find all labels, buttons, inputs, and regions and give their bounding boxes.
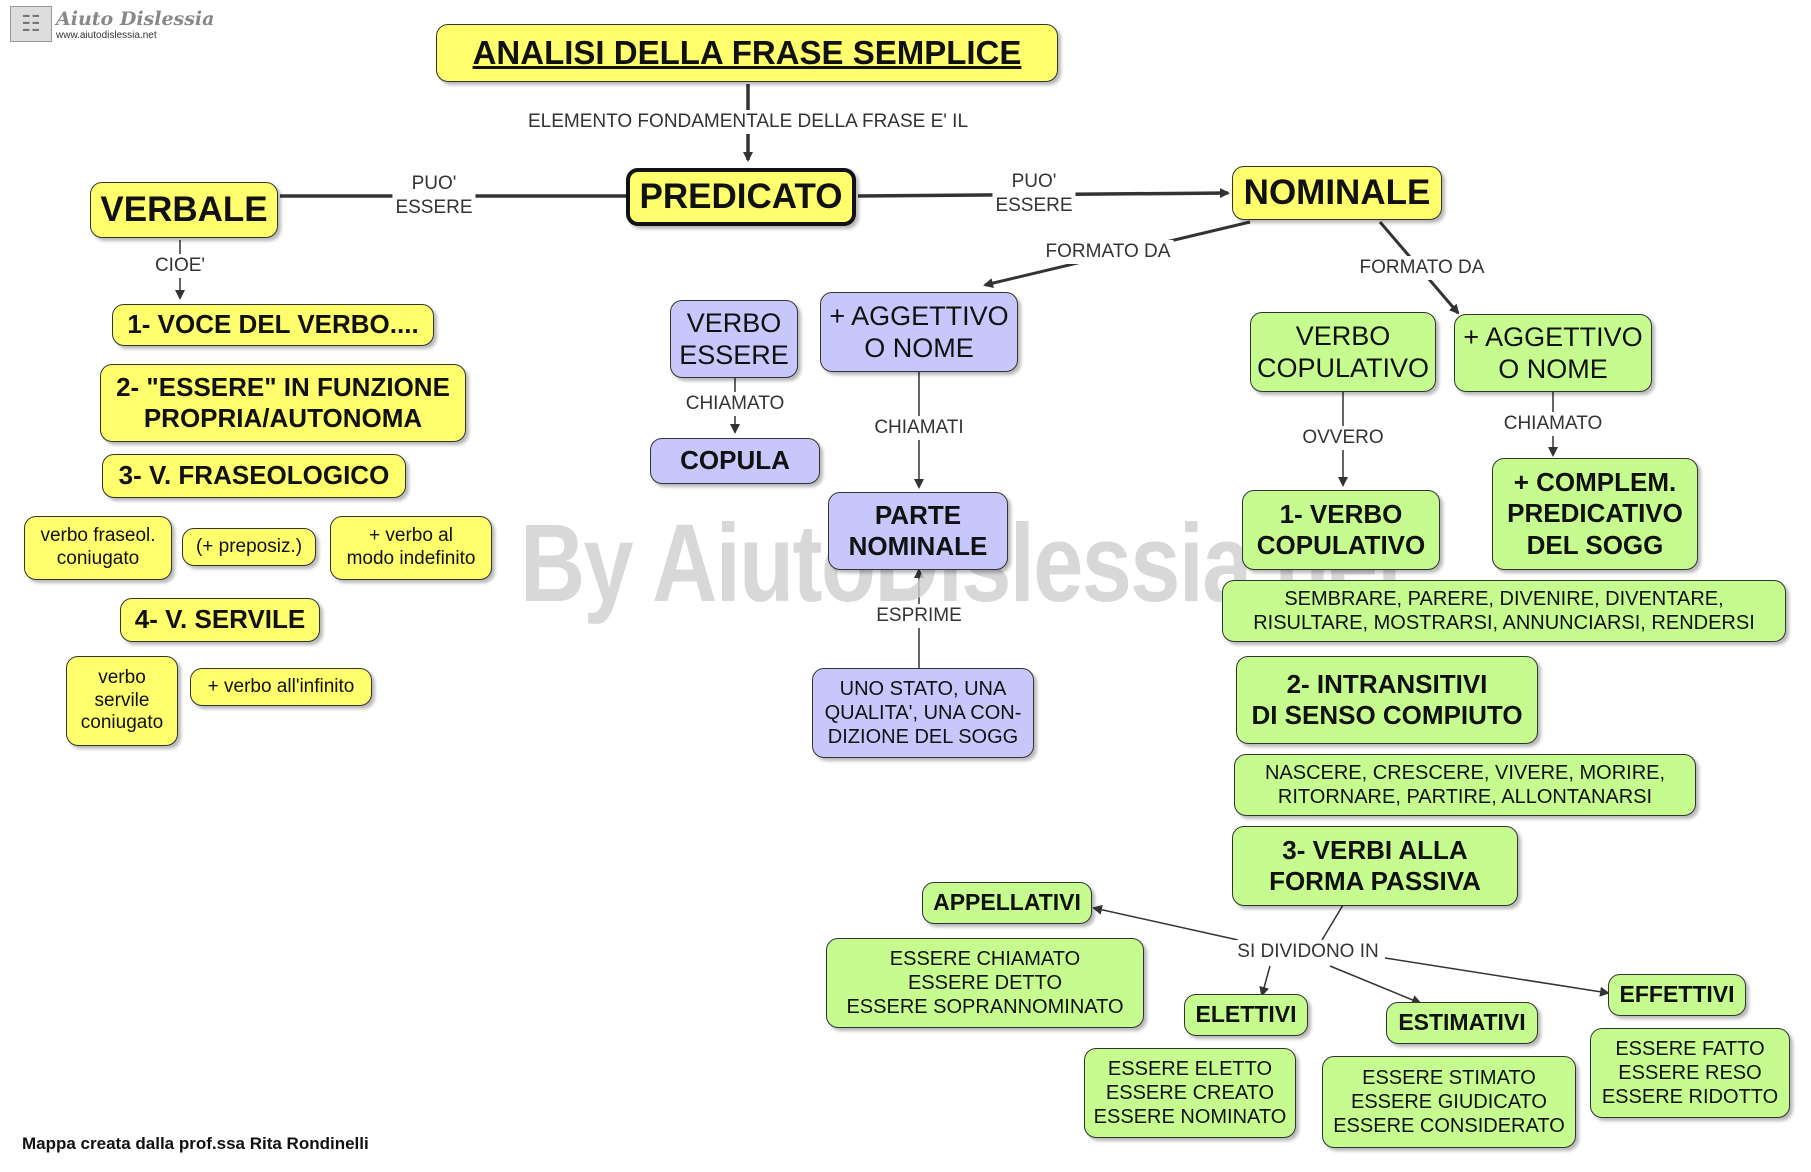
link-divide-appellativi [1092,904,1239,941]
logo-url: www.aiutodislessia.net [56,29,157,41]
label-ovvero: OVVERO [1299,426,1387,450]
label-puo-essere-2: PUO' ESSERE [992,170,1076,218]
forma-passiva-node: 3- VERBI ALLA FORMA PASSIVA [1232,826,1518,906]
appellativi-list-node: ESSERE CHIAMATO ESSERE DETTO ESSERE SOPR… [826,938,1144,1028]
logo-brand: Aiuto Dislessia [56,7,215,30]
predicato-node: PREDICATO [626,168,856,226]
estimativi-node: ESTIMATIVI [1386,1002,1538,1044]
credit-text: Mappa creata dalla prof.ssa Rita Rondine… [22,1134,369,1153]
effettivi-list-node: ESSERE FATTO ESSERE RESO ESSERE RIDOTTO [1590,1028,1790,1118]
intransitivi-list-node: NASCERE, CRESCERE, VIVERE, MORIRE, RITOR… [1234,754,1696,816]
verbo-indefinito-node: + verbo al modo indefinito [330,516,492,580]
title-node: ANALISI DELLA FRASE SEMPLICE [436,24,1058,82]
servile-node: 4- V. SERVILE [120,598,320,642]
link-divide-effettivi [1384,957,1610,997]
aggettivo-nome-1-node: + AGGETTIVO O NOME [820,292,1018,372]
elettivi-list-node: ESSERE ELETTO ESSERE CREATO ESSERE NOMIN… [1084,1048,1296,1138]
label-si-dividono-in: SI DIVIDONO IN [1234,940,1382,964]
effettivi-node: EFFETTIVI [1608,974,1746,1016]
book-icon: ☷ [10,6,52,42]
verbo-infinito-node: + verbo all'infinito [190,668,372,706]
preposiz-node: (+ preposiz.) [182,528,316,566]
label-puo-essere-1: PUO' ESSERE [392,172,476,220]
uno-stato-node: UNO STATO, UNA QUALITA', UNA CON- DIZION… [812,668,1034,758]
copulativi-list-node: SEMBRARE, PARERE, DIVENIRE, DIVENTARE, R… [1222,580,1786,642]
link-divide-estimativi [1329,965,1422,1005]
appellativi-node: APPELLATIVI [922,882,1092,924]
verbale-node: VERBALE [90,182,278,238]
estimativi-list-node: ESSERE STIMATO ESSERE GIUDICATO ESSERE C… [1322,1056,1576,1148]
essere-autonoma-node: 2- "ESSERE" IN FUNZIONE PROPRIA/AUTONOMA [100,364,466,442]
label-formato-da-2: FORMATO DA [1356,256,1488,280]
verbo-copulativo-1-node: 1- VERBO COPULATIVO [1242,490,1440,570]
complem-predicativo-node: + COMPLEM. PREDICATIVO DEL SOGG [1492,458,1698,570]
label-chiamato-1: CHIAMATO [682,392,788,416]
aggettivo-nome-2-node: + AGGETTIVO O NOME [1454,314,1652,392]
label-formato-da-1: FORMATO DA [1042,240,1174,264]
label-chiamati: CHIAMATI [871,416,967,440]
link-c3-divide [1321,904,1344,941]
verbo-servile-node: verbo servile coniugato [66,656,178,746]
verbo-fraseol-node: verbo fraseol. coniugato [24,516,172,580]
fraseologico-node: 3- V. FRASEOLOGICO [102,454,406,498]
nominale-node: NOMINALE [1232,166,1442,220]
voce-del-verbo-node: 1- VOCE DEL VERBO.... [112,304,434,346]
verbo-essere-node: VERBO ESSERE [670,300,798,378]
verbo-copulativo-node: VERBO COPULATIVO [1250,312,1436,392]
parte-nominale-node: PARTE NOMINALE [828,492,1008,570]
label-elemento: ELEMENTO FONDAMENTALE DELLA FRASE E' IL [524,110,972,134]
copula-node: COPULA [650,438,820,484]
intransitivi-node: 2- INTRANSITIVI DI SENSO COMPIUTO [1236,656,1538,744]
link-divide-elettivi [1259,965,1271,997]
elettivi-node: ELETTIVI [1184,994,1308,1036]
label-esprime: ESPRIME [873,604,965,628]
label-chiamato-2: CHIAMATO [1500,412,1606,436]
label-cioe: CIOE' [151,254,209,278]
logo[interactable]: ☷ Aiuto Dislessia www.aiutodislessia.net [10,6,214,42]
